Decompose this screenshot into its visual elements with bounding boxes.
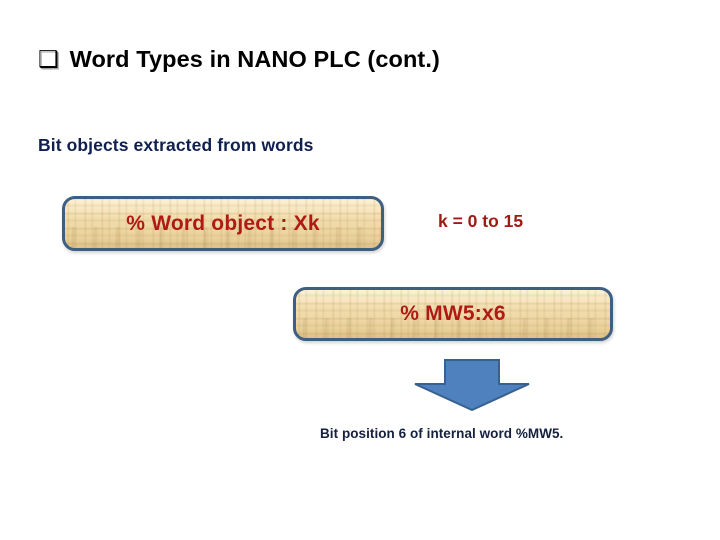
page-title: ❑ Word Types in NANO PLC (cont.) xyxy=(38,46,440,73)
down-arrow-shape xyxy=(414,359,530,411)
mw5-box-label: % MW5:x6 xyxy=(400,302,506,325)
word-object-box: % Word object : Xk xyxy=(62,196,384,251)
mw5-box: % MW5:x6 xyxy=(293,287,613,341)
word-object-box-label: % Word object : Xk xyxy=(126,211,320,235)
page-title-text: Word Types in NANO PLC (cont.) xyxy=(69,46,440,72)
k-range-note: k = 0 to 15 xyxy=(438,211,524,231)
caption-text: Bit position 6 of internal word %MW5. xyxy=(320,426,564,441)
subtitle-text: Bit objects extracted from words xyxy=(38,135,314,155)
hollow-square-bullet-icon: ❑ xyxy=(38,47,59,73)
down-arrow-icon xyxy=(414,359,530,411)
